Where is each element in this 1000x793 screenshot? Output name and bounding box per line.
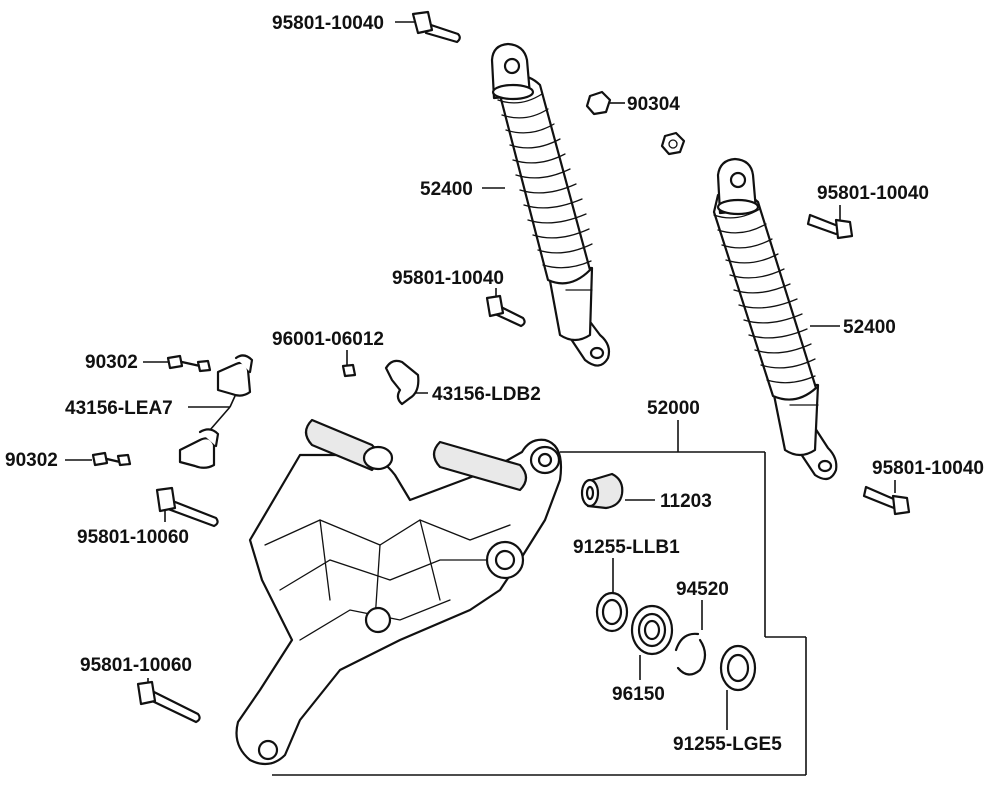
bolt-left-lower	[136, 680, 201, 724]
bracket-43156-LEA7	[178, 354, 254, 469]
bracket-43156-LDB2	[384, 359, 420, 406]
label-95801-10040-top-left: 95801-10040	[272, 13, 384, 34]
label-95801-10040-top-right: 95801-10040	[817, 183, 929, 204]
bushing-11203	[580, 472, 624, 510]
label-96001-06012: 96001-06012	[272, 329, 384, 350]
label-94520: 94520	[676, 579, 729, 600]
label-91255-LGE5: 91255-LGE5	[673, 734, 782, 755]
bolt-middle	[485, 294, 526, 328]
label-52000: 52000	[647, 398, 700, 419]
label-90304: 90304	[627, 94, 680, 115]
bolt-top-right	[806, 213, 854, 240]
label-95801-10060-lower: 95801-10060	[80, 655, 192, 676]
shock-absorber-right	[712, 157, 838, 481]
bolt-left-upper	[155, 486, 219, 528]
label-90302-upper: 90302	[85, 352, 138, 373]
nut-90304	[585, 90, 686, 156]
label-95801-10040-lower-right: 95801-10040	[872, 458, 984, 479]
bearing-96150	[630, 604, 674, 656]
oil-seal-91255-LGE5	[719, 644, 757, 692]
label-43156-LDB2: 43156-LDB2	[432, 384, 541, 405]
label-95801-10060-upper: 95801-10060	[77, 527, 189, 548]
bolt-lower-right	[862, 485, 911, 516]
swingarm-52000	[235, 418, 563, 766]
oil-seal-91255-LLB1	[595, 591, 629, 633]
label-90302-lower: 90302	[5, 450, 58, 471]
circlip-94520	[674, 632, 707, 676]
part-labels: 95801-10040 90304 52400 95801-10040 9580…	[5, 13, 984, 755]
small-bolts-90302	[91, 354, 357, 467]
label-52400-right: 52400	[843, 317, 896, 338]
label-11203: 11203	[660, 491, 712, 512]
label-91255-LLB1: 91255-LLB1	[573, 537, 680, 558]
label-43156-LEA7: 43156-LEA7	[65, 398, 173, 419]
shock-absorber-left	[490, 42, 611, 367]
bolt-top-left	[411, 10, 461, 44]
label-95801-10040-middle: 95801-10040	[392, 268, 504, 289]
label-52400-left: 52400	[420, 179, 473, 200]
label-96150: 96150	[612, 684, 665, 705]
